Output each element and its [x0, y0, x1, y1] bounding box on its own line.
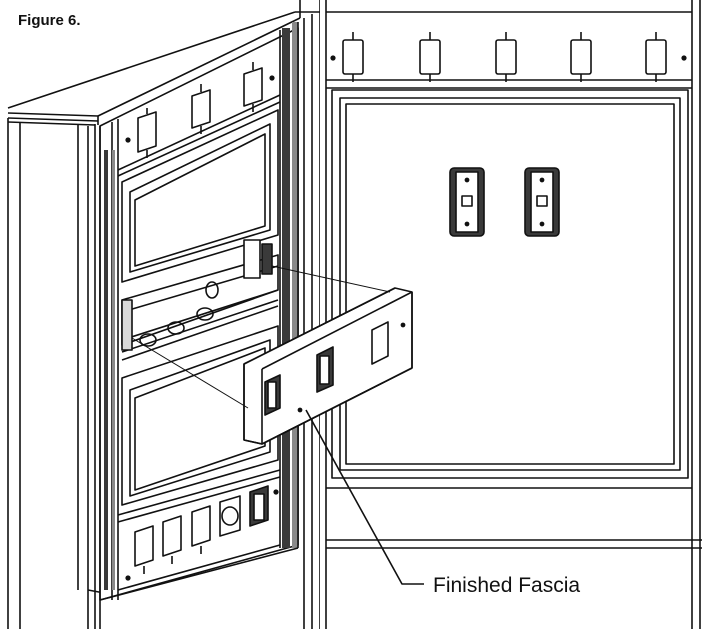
left-middle-slot [243, 239, 273, 279]
left-side-panel [7, 117, 116, 629]
rectangular-cutout-icon [134, 525, 154, 574]
rectangular-cutout-icon [570, 32, 592, 82]
rectangular-cutout-icon [249, 485, 269, 527]
left-door [99, 12, 321, 629]
rectangular-cutout-icon [191, 505, 211, 554]
round-knockout-icon [219, 495, 241, 537]
rectangular-cutout-icon [645, 32, 667, 82]
right-top-cutouts [330, 32, 687, 82]
left-bottom-cutouts [125, 485, 279, 581]
rectangular-cutout-icon [137, 108, 157, 158]
rectangular-cutout-icon [191, 84, 211, 134]
hinge-bracket-icon [524, 167, 560, 237]
left-upper-cutouts [125, 62, 275, 158]
rectangular-cutout-icon [419, 32, 441, 82]
hinge-brackets [449, 167, 560, 237]
hinge-bracket-icon [449, 167, 485, 237]
rectangular-cutout-icon [243, 62, 263, 112]
callout-label: Finished Fascia [433, 574, 581, 597]
figure-label: Figure 6. [18, 12, 81, 29]
alignment-guides [131, 265, 391, 409]
rectangular-cutout-icon [342, 32, 364, 82]
callout-leader [305, 409, 424, 585]
rectangular-cutout-icon [495, 32, 517, 82]
finished-fascia-plate [243, 287, 413, 445]
rectangular-cutout-icon [162, 515, 182, 564]
